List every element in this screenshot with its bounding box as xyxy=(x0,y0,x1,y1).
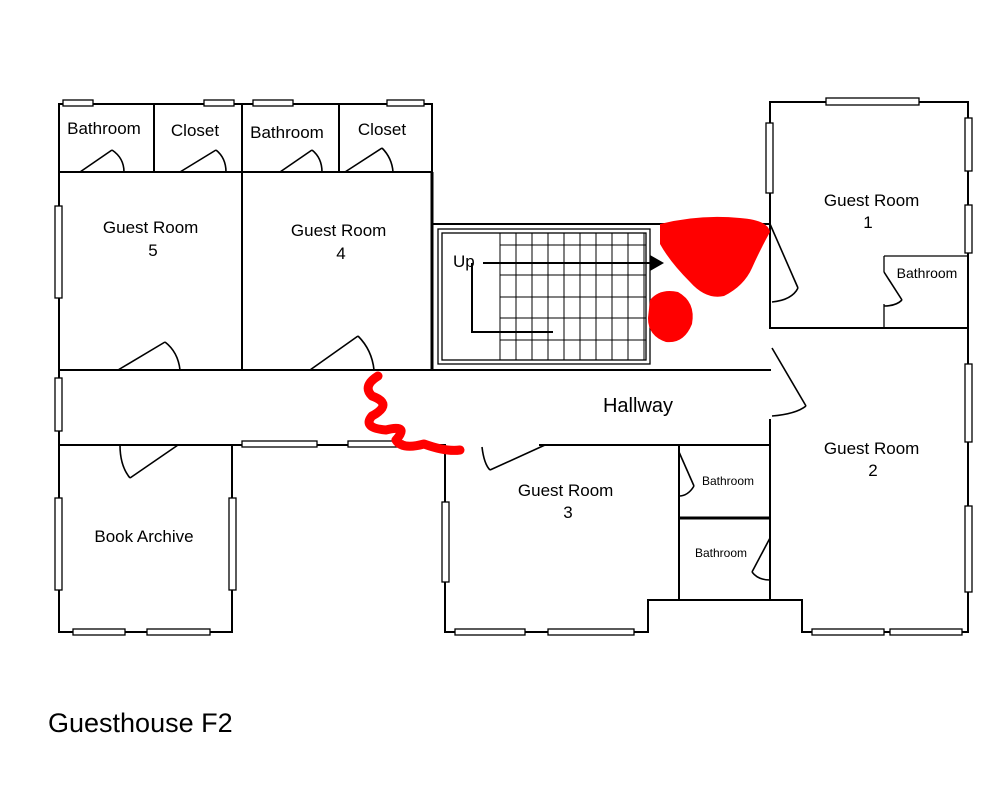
doors xyxy=(79,147,903,581)
bathroom-1-label: Bathroom xyxy=(897,265,958,281)
closet-5-label: Closet xyxy=(171,121,219,140)
staircase xyxy=(499,233,646,360)
bathroom-5-label: Bathroom xyxy=(67,119,141,138)
guest-room-3-label: Guest Room 3 xyxy=(518,481,618,522)
walls xyxy=(58,101,969,633)
bathroom-3a-label: Bathroom xyxy=(702,474,754,488)
bathroom-3b-label: Bathroom xyxy=(695,546,747,560)
guest-room-1-label: Guest Room 1 xyxy=(824,191,924,232)
guest-room-4-label: Guest Room 4 xyxy=(291,221,391,263)
plan-title: Guesthouse F2 xyxy=(48,708,233,738)
red-annotation-marks xyxy=(648,216,770,343)
guest-room-5-label: Guest Room 5 xyxy=(103,218,203,260)
guest-room-2-label: Guest Room 2 xyxy=(824,439,924,480)
stairs-up-label: Up xyxy=(453,252,475,271)
red-squiggle-mark xyxy=(363,371,465,455)
hallway-label: Hallway xyxy=(603,395,673,417)
closet-4-label: Closet xyxy=(358,120,406,139)
book-archive-label: Book Archive xyxy=(94,527,193,546)
windows xyxy=(54,97,973,636)
stair-arrow xyxy=(471,255,664,333)
bathroom-4-label: Bathroom xyxy=(250,123,324,142)
